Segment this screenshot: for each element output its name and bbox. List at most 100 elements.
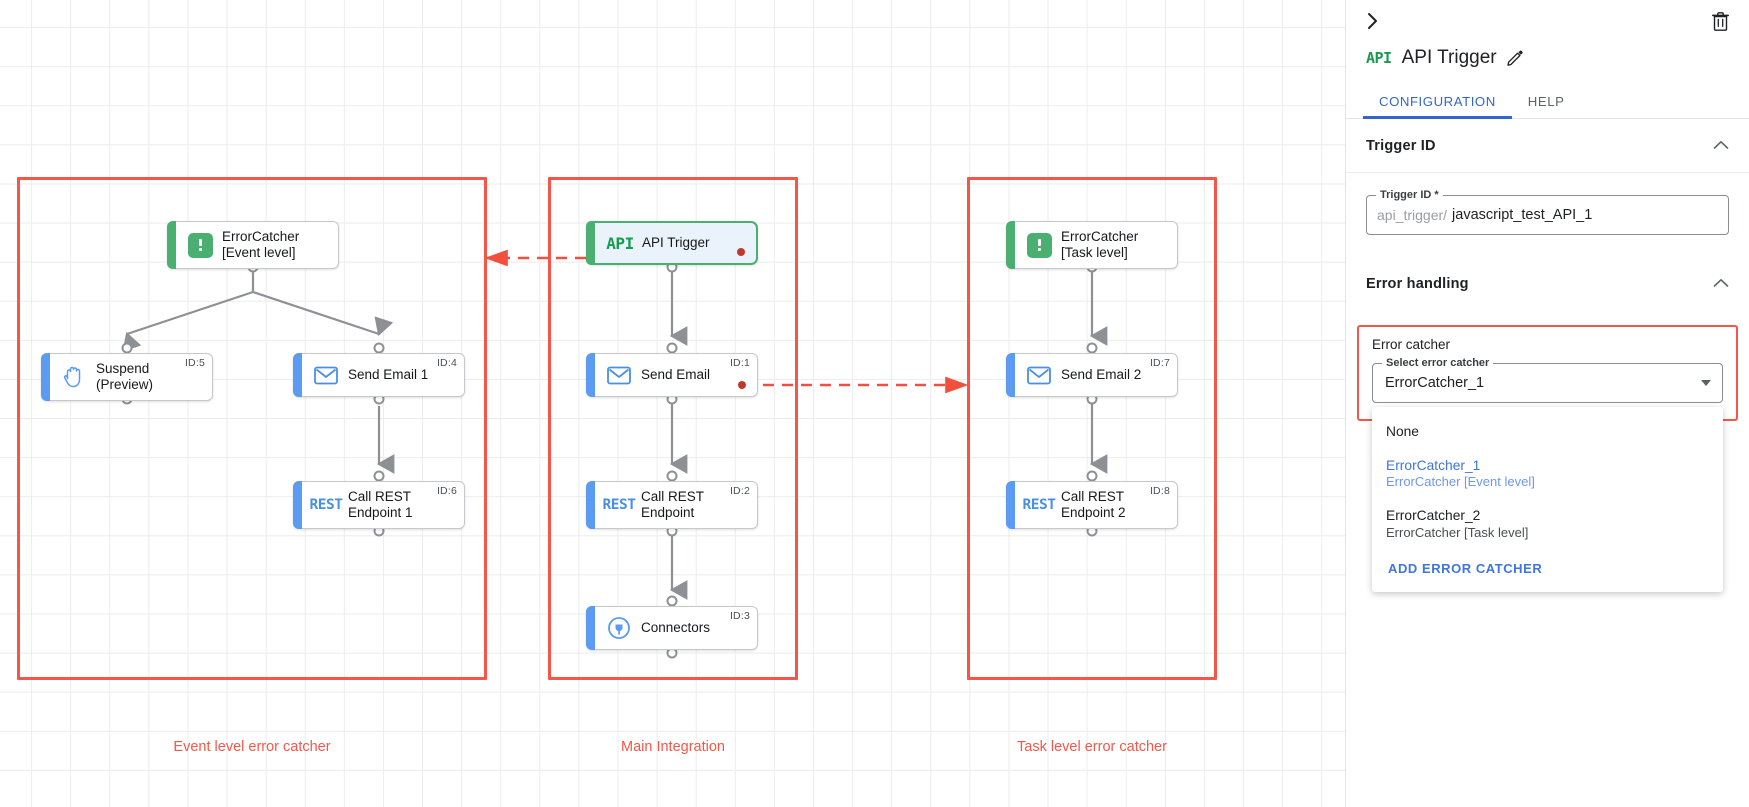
menu-item-none[interactable]: None bbox=[1372, 415, 1723, 449]
section-title: Error handling bbox=[1366, 276, 1469, 292]
node-api-trigger[interactable]: API API Trigger bbox=[586, 221, 758, 265]
chevron-down-icon[interactable] bbox=[1701, 380, 1711, 386]
menu-item-primary: None bbox=[1386, 424, 1419, 439]
node-id-tag: ID:8 bbox=[1149, 485, 1170, 497]
menu-item-errorcatcher-1[interactable]: ErrorCatcher_1 ErrorCatcher [Event level… bbox=[1372, 449, 1723, 499]
group-box-task-level bbox=[967, 177, 1217, 680]
rest-icon: REST bbox=[602, 497, 636, 513]
trash-icon[interactable] bbox=[1707, 8, 1733, 34]
node-call-rest-endpoint-2[interactable]: REST Call REST Endpoint 2 ID:8 bbox=[1006, 481, 1178, 529]
node-accent-bar bbox=[1006, 221, 1015, 269]
section-body-trigger-id: Trigger ID * api_trigger/ javascript_tes… bbox=[1346, 173, 1749, 243]
error-indicator-dot bbox=[737, 248, 745, 256]
node-accent-bar bbox=[41, 353, 50, 401]
flow-canvas[interactable]: Event level error catcher Main Integrati… bbox=[0, 0, 1345, 807]
menu-item-errorcatcher-2[interactable]: ErrorCatcher_2 ErrorCatcher [Task level] bbox=[1372, 499, 1723, 549]
node-label: ErrorCatcher [Task level] bbox=[1061, 229, 1139, 260]
node-call-rest-endpoint-1[interactable]: REST Call REST Endpoint 1 ID:6 bbox=[293, 481, 465, 529]
node-send-email-2[interactable]: Send Email 2 ID:7 bbox=[1006, 353, 1178, 397]
node-label: ErrorCatcher [Event level] bbox=[222, 229, 300, 260]
port[interactable] bbox=[1086, 342, 1098, 354]
menu-item-secondary: ErrorCatcher [Event level] bbox=[1386, 474, 1535, 490]
node-accent-bar bbox=[586, 481, 595, 529]
group-label-main-integration: Main Integration bbox=[621, 739, 725, 755]
node-label: Send Email 2 bbox=[1061, 367, 1142, 383]
node-accent-bar bbox=[586, 221, 595, 265]
envelope-icon bbox=[304, 366, 348, 385]
node-send-email[interactable]: Send Email ID:1 bbox=[586, 353, 758, 397]
error-catcher-icon bbox=[178, 232, 222, 258]
node-label: API Trigger bbox=[642, 235, 710, 251]
error-indicator-dot bbox=[738, 381, 746, 389]
section-header-trigger-id[interactable]: Trigger ID bbox=[1346, 119, 1749, 173]
node-suspend[interactable]: Suspend (Preview) ID:5 bbox=[41, 353, 213, 401]
node-label: Call REST Endpoint bbox=[641, 489, 705, 520]
port[interactable] bbox=[666, 595, 678, 607]
error-catcher-highlight-box: Error catcher Select error catcher Error… bbox=[1357, 325, 1738, 593]
node-id-tag: ID:5 bbox=[184, 357, 205, 369]
node-label: Connectors bbox=[641, 620, 711, 636]
port[interactable] bbox=[666, 470, 678, 482]
tab-configuration[interactable]: CONFIGURATION bbox=[1363, 94, 1512, 119]
envelope-icon bbox=[1017, 366, 1061, 385]
node-call-rest-endpoint[interactable]: REST Call REST Endpoint ID:2 bbox=[586, 481, 758, 529]
group-box-event-level bbox=[17, 177, 487, 680]
group-box-main-integration bbox=[548, 177, 798, 680]
node-errorcatcher-task-level[interactable]: ErrorCatcher [Task level] bbox=[1006, 221, 1178, 269]
section-header-error-handling[interactable]: Error handling bbox=[1346, 257, 1749, 311]
port[interactable] bbox=[373, 342, 385, 354]
tab-help[interactable]: HELP bbox=[1527, 94, 1565, 109]
rest-icon: REST bbox=[309, 497, 343, 513]
trigger-id-input[interactable]: javascript_test_API_1 bbox=[1452, 207, 1593, 223]
port[interactable] bbox=[1086, 470, 1098, 482]
section-title: Trigger ID bbox=[1366, 137, 1436, 154]
chevron-up-icon[interactable] bbox=[1713, 137, 1729, 155]
node-id-tag: ID:7 bbox=[1149, 357, 1170, 369]
group-label-task-level: Task level error catcher bbox=[1017, 739, 1167, 755]
node-accent-bar bbox=[586, 606, 595, 650]
trigger-id-prefix: api_trigger/ bbox=[1377, 207, 1448, 223]
chevron-right-icon[interactable] bbox=[1360, 8, 1386, 34]
error-catcher-dropdown-menu: None ErrorCatcher_1 ErrorCatcher [Event … bbox=[1372, 407, 1723, 593]
group-label-event-level: Event level error catcher bbox=[173, 739, 331, 755]
node-errorcatcher-event-level[interactable]: ErrorCatcher [Event level] bbox=[167, 221, 339, 269]
menu-item-primary: ErrorCatcher_1 bbox=[1386, 457, 1481, 473]
port[interactable] bbox=[373, 470, 385, 482]
rest-icon: REST bbox=[1022, 497, 1056, 513]
error-catcher-select[interactable]: Select error catcher ErrorCatcher_1 bbox=[1372, 357, 1723, 403]
error-catcher-select-legend: Select error catcher bbox=[1382, 357, 1494, 369]
node-id-tag: ID:4 bbox=[436, 357, 457, 369]
node-accent-bar bbox=[293, 353, 302, 397]
node-id-tag: ID:2 bbox=[729, 485, 750, 497]
port[interactable] bbox=[666, 342, 678, 354]
error-catcher-select-wrapper: Select error catcher ErrorCatcher_1 None… bbox=[1372, 357, 1723, 593]
node-send-email-1[interactable]: Send Email 1 ID:4 bbox=[293, 353, 465, 397]
error-catcher-selected-value: ErrorCatcher_1 bbox=[1385, 375, 1485, 391]
port[interactable] bbox=[121, 342, 133, 354]
node-connectors[interactable]: Connectors ID:3 bbox=[586, 606, 758, 650]
envelope-icon bbox=[597, 366, 641, 385]
node-id-tag: ID:6 bbox=[436, 485, 457, 497]
page-title: API Trigger bbox=[1401, 47, 1497, 68]
node-label: Suspend (Preview) bbox=[96, 361, 154, 392]
node-label: Send Email bbox=[641, 367, 711, 383]
menu-item-secondary: ErrorCatcher [Task level] bbox=[1386, 524, 1529, 540]
hand-icon bbox=[52, 365, 96, 389]
node-accent-bar bbox=[293, 481, 302, 529]
chevron-up-icon[interactable] bbox=[1713, 275, 1729, 293]
node-id-tag: ID:1 bbox=[729, 357, 750, 369]
node-id-tag: ID:3 bbox=[729, 610, 750, 622]
node-label: Call REST Endpoint 2 bbox=[1061, 489, 1126, 520]
node-accent-bar bbox=[586, 353, 595, 397]
panel-header: API API Trigger bbox=[1346, 40, 1749, 76]
properties-panel: API API Trigger CONFIGURATION HELP Trigg… bbox=[1345, 0, 1749, 807]
api-icon: API bbox=[606, 233, 634, 253]
panel-tabs: CONFIGURATION HELP bbox=[1346, 94, 1749, 119]
pencil-icon[interactable] bbox=[1506, 50, 1523, 66]
connector-plug-icon bbox=[597, 616, 641, 640]
node-label: Send Email 1 bbox=[348, 367, 429, 383]
trigger-id-field[interactable]: Trigger ID * api_trigger/ javascript_tes… bbox=[1366, 189, 1729, 235]
node-accent-bar bbox=[167, 221, 176, 269]
add-error-catcher-button[interactable]: ADD ERROR CATCHER bbox=[1388, 561, 1543, 577]
trigger-id-legend: Trigger ID * bbox=[1376, 189, 1443, 201]
